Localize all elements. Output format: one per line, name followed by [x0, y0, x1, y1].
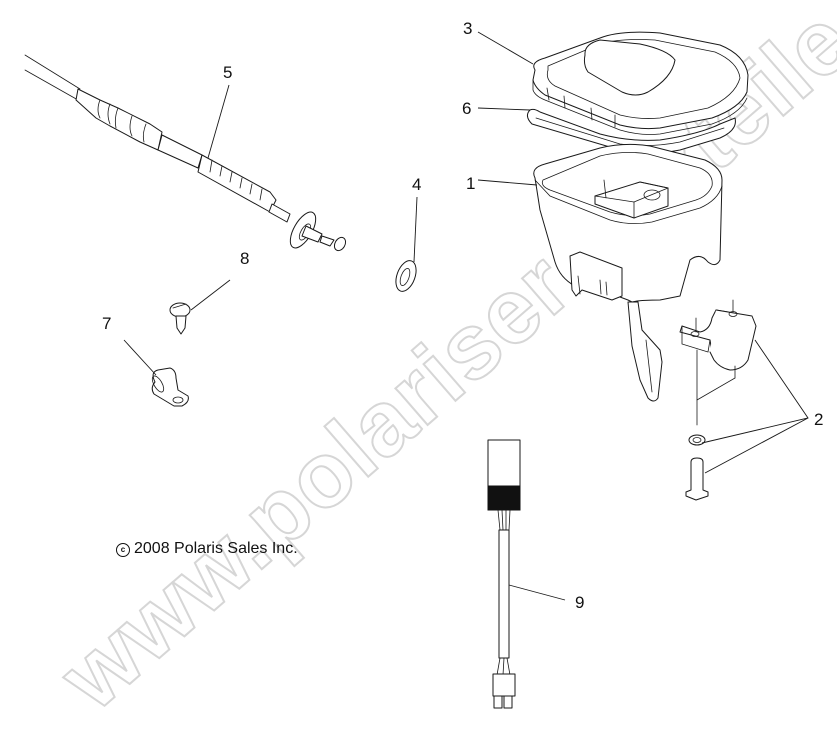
leader-line-5 [207, 84, 230, 159]
clamp-assembly-part[interactable] [679, 299, 757, 501]
callout-7: 7 [102, 314, 112, 333]
leader-line-7 [123, 339, 157, 376]
switch-housing-part[interactable] [533, 143, 723, 402]
callout-2: 2 [814, 410, 824, 429]
leader-line-6 [477, 107, 531, 111]
leader-line-2 [701, 339, 809, 474]
cable-clip-part[interactable] [150, 367, 189, 407]
leader-line-8 [190, 279, 231, 311]
wiring-harness-part[interactable] [487, 439, 521, 709]
callout-4: 4 [412, 175, 422, 194]
housing-cover-part[interactable] [532, 31, 749, 135]
callout-9: 9 [575, 593, 585, 612]
callout-1: 1 [466, 174, 476, 193]
leader-line-3 [477, 31, 534, 65]
callout-6: 6 [462, 99, 472, 118]
callout-5: 5 [223, 63, 233, 82]
throttle-cable-part[interactable] [24, 54, 348, 253]
washer-part[interactable] [392, 258, 420, 294]
copyright-notice: c 2008 Polaris Sales Inc. [116, 540, 298, 558]
callout-8: 8 [240, 249, 250, 268]
copyright-text: 2008 Polaris Sales Inc. [134, 540, 298, 557]
leader-line-9 [508, 584, 566, 601]
push-rivet-part[interactable] [169, 302, 191, 335]
leader-line-4 [413, 196, 418, 263]
copyright-icon: c [116, 543, 130, 557]
callout-3: 3 [463, 19, 473, 38]
leader-line-1 [477, 179, 538, 186]
